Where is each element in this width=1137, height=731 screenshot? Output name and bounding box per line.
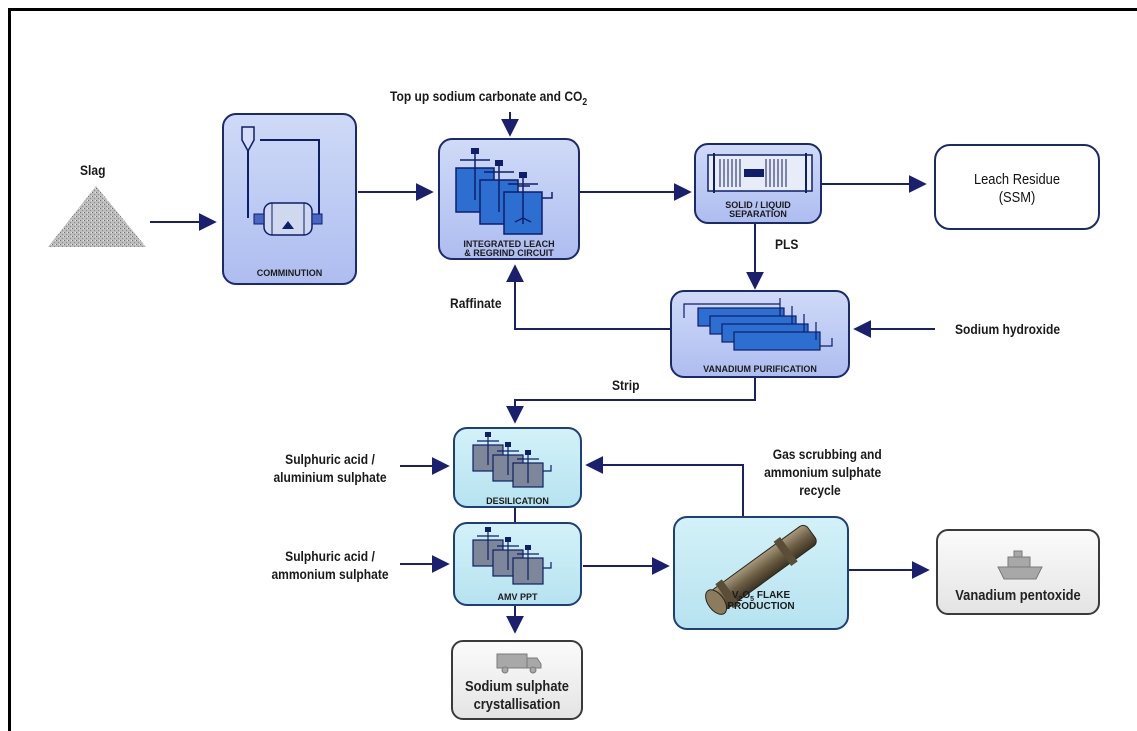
sulphuric-acid-label-1: Sulphuric acid / — [285, 451, 375, 467]
leach-residue-label-1: Leach Residue — [973, 171, 1061, 188]
separation-label-2: SEPARATION — [729, 209, 787, 219]
leach-label-1: INTEGRATED LEACH — [463, 239, 555, 249]
pls-label: PLS — [775, 236, 799, 252]
leach-residue-product: Leach Residue (SSM) — [934, 144, 1100, 230]
flake-label-rest: FLAKE — [754, 590, 791, 601]
gas-scrubbing-label-2: ammonium sulphate — [764, 464, 882, 480]
flake-label-5: 5 — [750, 596, 755, 603]
ship-icon — [997, 550, 1043, 580]
sodium-hydroxide-label: Sodium hydroxide — [955, 321, 1061, 337]
purification-label: VANADIUM PURIFICATION — [703, 364, 817, 374]
amv-ppt-unit: AMV PPT — [453, 522, 582, 606]
flake-label-1: V2O5 FLAKE — [675, 591, 847, 605]
solid-liquid-separation-unit: SOLID / LIQUID SEPARATION — [694, 143, 822, 224]
sodium-sulphate-label-2: crystallisation — [473, 696, 561, 713]
vanadium-purification-unit: VANADIUM PURIFICATION — [670, 290, 850, 378]
precipitation-tanks-icon — [472, 527, 552, 585]
truck-icon — [496, 653, 542, 674]
leach-label-2: & REGRIND CIRCUIT — [464, 248, 554, 258]
desilication-tanks-icon — [472, 432, 552, 488]
flake-label-2: 2 — [738, 596, 743, 603]
separation-label-1: SOLID / LIQUID — [725, 200, 791, 210]
flake-production-unit: V2O5 FLAKE PRODUCTION — [673, 516, 849, 630]
sulphuric-acid-label-2: Sulphuric acid / — [285, 548, 375, 564]
arrow-strip — [506, 378, 756, 424]
frame-border-top — [8, 8, 1137, 11]
arrow-raffinate — [506, 264, 670, 330]
comminution-unit: COMMINUTION — [222, 113, 357, 285]
ammonium-sulphate-label: ammonium sulphate — [271, 566, 389, 582]
amv-ppt-label: AMV PPT — [497, 592, 538, 602]
desilication-unit: DESILICATION — [453, 427, 582, 508]
mill-cyclone-icon — [241, 126, 323, 236]
filter-press-icon — [707, 153, 813, 193]
desilication-label: DESILICATION — [486, 496, 549, 506]
flake-label-production: PRODUCTION — [727, 601, 795, 612]
leach-tanks-icon — [455, 148, 553, 235]
gas-scrubbing-label-3: recycle — [799, 482, 841, 498]
vanadium-pentoxide-label: Vanadium pentoxide — [955, 587, 1081, 604]
gas-scrubbing-label-1: Gas scrubbing and — [772, 446, 882, 462]
top-up-subscript: 2 — [582, 96, 588, 108]
flake-label-v: V — [731, 590, 739, 601]
aluminium-sulphate-label: aluminium sulphate — [273, 469, 387, 485]
integrated-leach-unit: INTEGRATED LEACH & REGRIND CIRCUIT — [438, 138, 580, 260]
sodium-sulphate-product: Sodium sulphate crystallisation — [451, 640, 583, 720]
arrow-gas-recycle — [585, 456, 744, 516]
kiln-icon — [705, 524, 817, 615]
comminution-label: COMMINUTION — [256, 268, 323, 278]
strip-label: Strip — [612, 377, 640, 393]
top-up-label: Top up sodium carbonate and CO2 — [390, 88, 587, 111]
slag-label: Slag — [80, 162, 106, 178]
frame-border-left — [8, 8, 11, 731]
raffinate-label: Raffinate — [450, 295, 502, 311]
flake-label-o: O — [742, 590, 751, 601]
vanadium-pentoxide-product: Vanadium pentoxide — [936, 529, 1100, 615]
sodium-sulphate-label-1: Sodium sulphate — [465, 678, 569, 695]
leach-residue-label-2: (SSM) — [998, 189, 1036, 206]
top-up-text: Top up sodium carbonate and CO — [390, 88, 583, 104]
solvent-extraction-icon — [683, 298, 833, 351]
